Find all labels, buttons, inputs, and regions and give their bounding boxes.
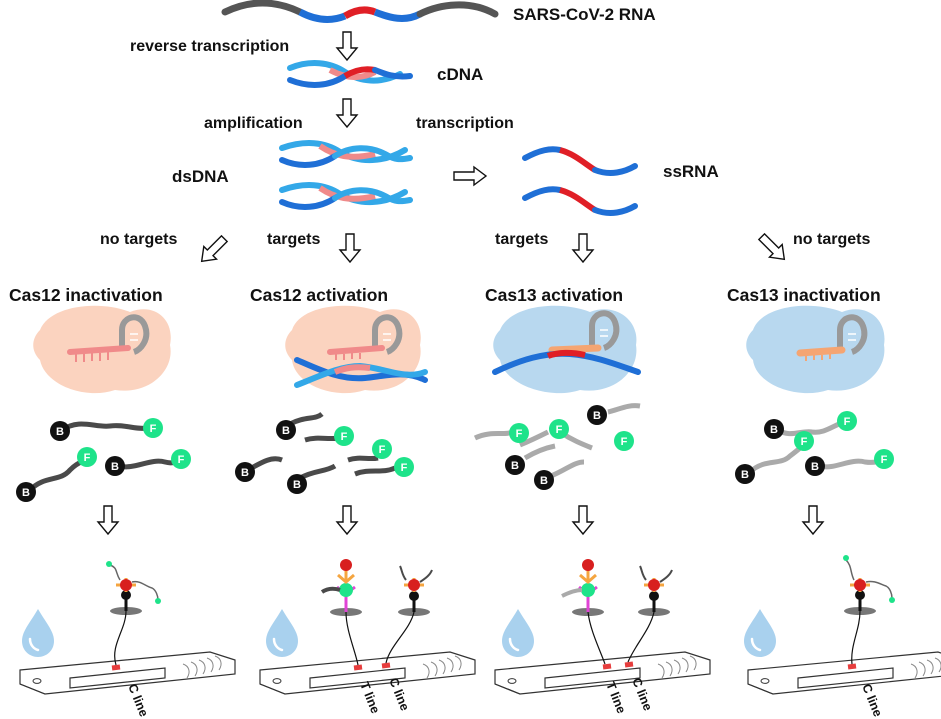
svg-text:B: B bbox=[741, 469, 749, 481]
arrow-down-icon bbox=[339, 233, 361, 263]
svg-text:F: F bbox=[621, 436, 628, 448]
sars-cov-2-rna-strand bbox=[221, 0, 499, 23]
svg-text:B: B bbox=[56, 426, 64, 438]
arrow-down-icon bbox=[336, 31, 358, 61]
t-line-label: T line bbox=[357, 680, 382, 716]
quencher-b: B B B bbox=[505, 405, 607, 490]
arrow-diagonal-icon bbox=[757, 232, 786, 261]
svg-text:B: B bbox=[811, 461, 819, 473]
cas13-protein-inactive bbox=[746, 305, 885, 394]
droplet-icon bbox=[20, 607, 56, 659]
svg-text:F: F bbox=[150, 423, 157, 435]
targets-label-cas13: targets bbox=[495, 231, 548, 248]
arrow-down-icon bbox=[336, 98, 358, 128]
arrow-down-icon bbox=[97, 505, 119, 535]
fluor-f: F F F bbox=[77, 418, 191, 469]
cas12-protein-inactive bbox=[33, 305, 171, 394]
ssrna-label: ssRNA bbox=[663, 162, 719, 181]
ssrna-strands bbox=[522, 146, 638, 216]
svg-text:B: B bbox=[282, 425, 290, 437]
reverse-transcription-label: reverse transcription bbox=[130, 38, 289, 55]
svg-text:B: B bbox=[593, 410, 601, 422]
arrow-down-icon bbox=[572, 233, 594, 263]
reporters-cleaved-cas13 bbox=[473, 403, 641, 479]
svg-text:F: F bbox=[801, 436, 808, 448]
quencher-b: B B B bbox=[16, 421, 125, 502]
targets-label-cas12: targets bbox=[267, 231, 320, 248]
dsdna-label: dsDNA bbox=[172, 167, 229, 186]
no-targets-label-right: no targets bbox=[793, 231, 870, 248]
svg-text:F: F bbox=[178, 454, 185, 466]
no-targets-label-left: no targets bbox=[100, 231, 177, 248]
panel-title-cas13-activation: Cas13 activation bbox=[485, 285, 623, 305]
lateral-flow-strip bbox=[19, 561, 236, 695]
t-line-label: T line bbox=[603, 680, 628, 716]
quencher-b: B B B bbox=[735, 419, 825, 484]
svg-text:F: F bbox=[844, 416, 851, 428]
svg-text:B: B bbox=[111, 461, 119, 473]
droplet-icon bbox=[742, 607, 778, 659]
svg-text:B: B bbox=[511, 460, 519, 472]
c-line-label: C line bbox=[859, 682, 885, 719]
fluor-f: F F F bbox=[509, 419, 634, 451]
panel-title-cas12-activation: Cas12 activation bbox=[250, 285, 388, 305]
arrow-right-icon bbox=[453, 166, 487, 186]
dsdna-strands bbox=[279, 140, 413, 210]
arrow-down-icon bbox=[572, 505, 594, 535]
quencher-b: B B B bbox=[235, 420, 307, 494]
arrow-diagonal-icon bbox=[200, 234, 229, 263]
panel-title-cas12-inactivation: Cas12 inactivation bbox=[9, 285, 163, 305]
svg-text:F: F bbox=[516, 428, 523, 440]
svg-text:F: F bbox=[556, 424, 563, 436]
svg-text:B: B bbox=[293, 479, 301, 491]
cdna-strand bbox=[287, 60, 413, 88]
lateral-flow-strip bbox=[742, 555, 941, 695]
amplification-label: amplification bbox=[204, 115, 303, 132]
fluor-f: F F F bbox=[794, 411, 894, 469]
droplet-icon bbox=[500, 607, 536, 659]
c-line-label: C line bbox=[629, 676, 655, 713]
svg-text:F: F bbox=[401, 462, 408, 474]
svg-text:B: B bbox=[540, 475, 548, 487]
svg-text:B: B bbox=[241, 467, 249, 479]
rna-label: SARS-CoV-2 RNA bbox=[513, 5, 656, 24]
lateral-flow-strip bbox=[259, 559, 476, 695]
fluor-f: F F F bbox=[334, 426, 414, 477]
lateral-flow-strip bbox=[494, 559, 711, 695]
svg-text:B: B bbox=[22, 487, 30, 499]
svg-text:F: F bbox=[341, 431, 348, 443]
svg-text:B: B bbox=[770, 424, 778, 436]
cas12-protein-active bbox=[285, 305, 428, 394]
panel-title-cas13-inactivation: Cas13 inactivation bbox=[727, 285, 881, 305]
transcription-label: transcription bbox=[416, 115, 514, 132]
arrow-down-icon bbox=[802, 505, 824, 535]
svg-text:F: F bbox=[379, 444, 386, 456]
svg-text:F: F bbox=[84, 452, 91, 464]
svg-text:F: F bbox=[881, 454, 888, 466]
c-line-label: C line bbox=[125, 682, 151, 719]
cdna-label: cDNA bbox=[437, 65, 483, 84]
droplet-icon bbox=[264, 607, 300, 659]
cas13-protein-active bbox=[492, 305, 641, 394]
arrow-down-icon bbox=[336, 505, 358, 535]
